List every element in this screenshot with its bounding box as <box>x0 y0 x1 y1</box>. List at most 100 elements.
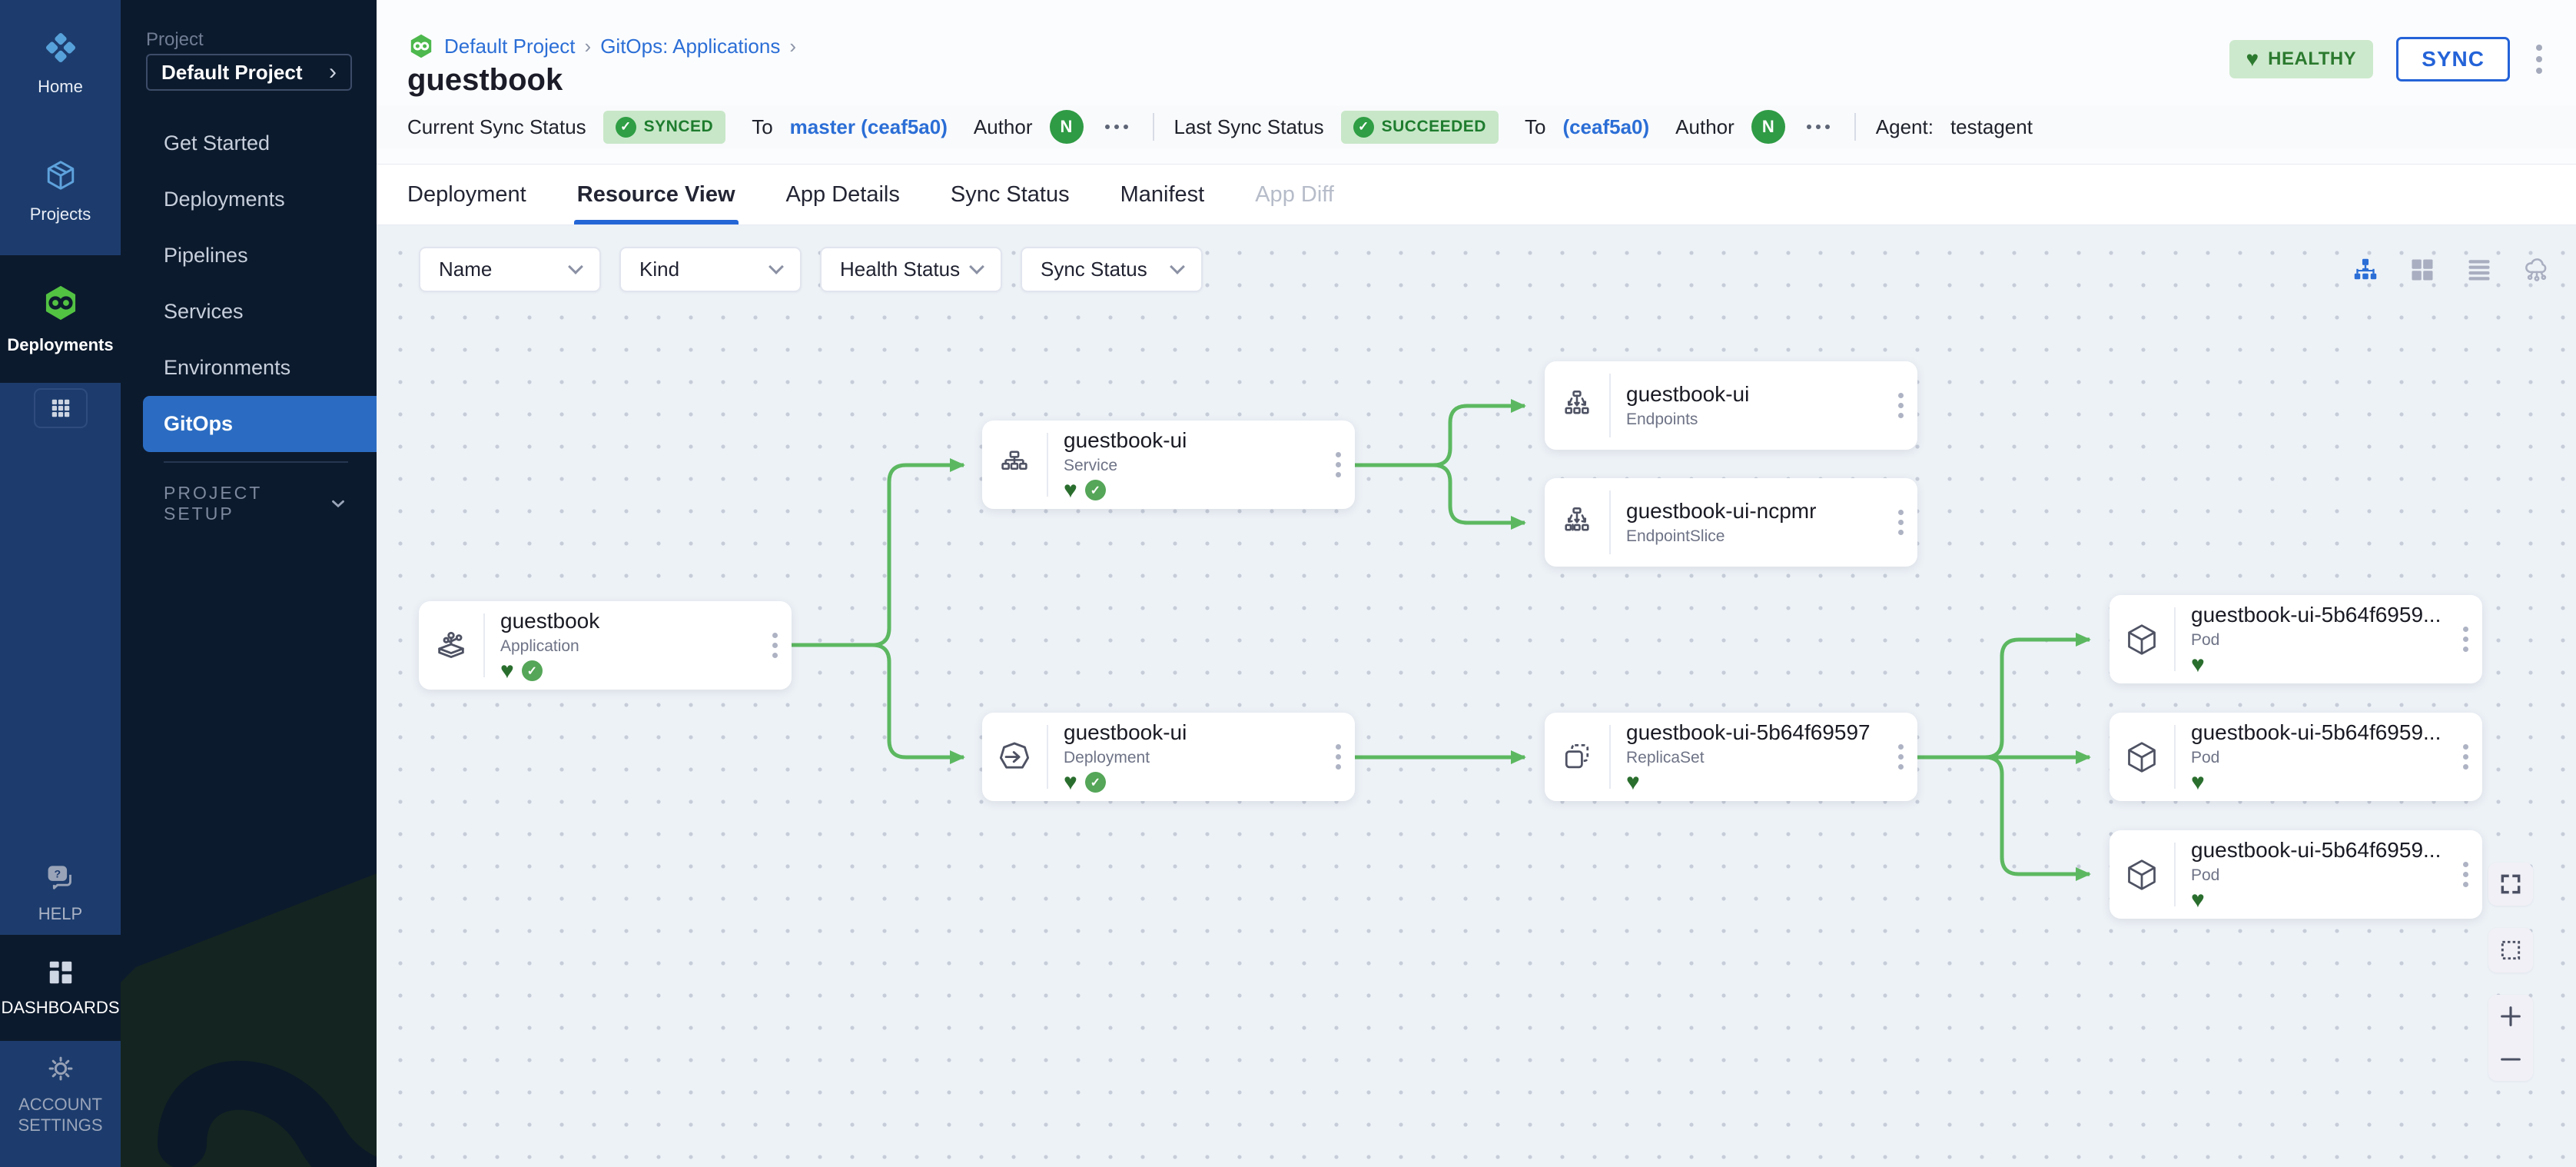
breadcrumb-link-applications[interactable]: GitOps: Applications <box>600 34 781 58</box>
commit-details-kebab-icon[interactable] <box>1100 120 1133 134</box>
node-kebab-icon[interactable] <box>2448 744 2482 770</box>
grid-view-icon[interactable] <box>2408 256 2436 284</box>
resource-node-endpoints-guestbook-ui[interactable]: guestbook-ui Endpoints <box>1545 361 1917 450</box>
rail-item-home[interactable]: Home <box>0 0 121 128</box>
sidebar-item-pipelines[interactable]: Pipelines <box>164 244 248 267</box>
filter-health-status-dropdown[interactable]: Health Status <box>820 247 1002 292</box>
pod-icon <box>2110 740 2174 774</box>
tab-sync-status[interactable]: Sync Status <box>950 181 1070 207</box>
chevron-down-icon <box>328 494 348 514</box>
node-kebab-icon[interactable] <box>1321 452 1355 477</box>
app-menu-kebab-icon[interactable] <box>2533 42 2545 77</box>
commit-details-kebab-icon[interactable] <box>1802 120 1834 134</box>
sidebar-item-environments[interactable]: Environments <box>164 356 291 379</box>
node-kebab-icon[interactable] <box>2448 627 2482 652</box>
resource-tree-canvas[interactable]: Name Kind Health Status Sync Status <box>377 226 2576 1167</box>
succeeded-badge: ✓ SUCCEEDED <box>1340 110 1499 144</box>
last-sync-label: Last Sync Status <box>1173 115 1324 138</box>
resource-tree-edges <box>792 399 2091 881</box>
filter-health-status-label: Health Status <box>840 258 961 281</box>
zoom-in-icon <box>2498 1003 2524 1029</box>
healthy-heart-icon: ♥ <box>2191 886 2205 913</box>
breadcrumb-separator: › <box>584 34 592 58</box>
node-body: guestbook-ui-ncpmr EndpointSlice <box>1626 499 1884 546</box>
resource-node-service-guestbook-ui[interactable]: guestbook-ui Service ♥✓ <box>982 421 1355 509</box>
node-kebab-icon[interactable] <box>1884 510 1917 535</box>
node-body: guestbook-ui-5b64f69597 ReplicaSet ♥ <box>1626 720 1884 794</box>
node-kebab-icon[interactable] <box>1884 393 1917 418</box>
node-kind: Service <box>1064 456 1118 474</box>
healthy-heart-icon: ♥ <box>2191 651 2205 677</box>
fullscreen-button[interactable] <box>2488 863 2533 906</box>
resource-node-pod-3[interactable]: guestbook-ui-5b64f6959... Pod ♥ <box>2110 830 2482 919</box>
module-picker-button[interactable] <box>34 388 88 428</box>
node-kind: Application <box>500 637 579 655</box>
author-avatar[interactable]: N <box>1049 110 1084 144</box>
pod-icon <box>2110 623 2174 657</box>
project-section-label: Project <box>146 29 204 50</box>
author-label: Author <box>973 115 1033 138</box>
marquee-select-button[interactable] <box>2488 928 2533 972</box>
filter-name-dropdown[interactable]: Name <box>419 247 601 292</box>
rail-label-account-settings: ACCOUNT SETTINGS <box>18 1094 103 1135</box>
sidebar-item-get-started[interactable]: Get Started <box>164 131 271 155</box>
node-title: guestbook-ui-ncpmr <box>1626 499 1817 523</box>
chevron-down-icon <box>1170 259 1185 274</box>
node-kebab-icon[interactable] <box>1884 744 1917 770</box>
node-kebab-icon[interactable] <box>758 633 792 658</box>
endpointslice-icon <box>1545 506 1609 540</box>
node-kebab-icon[interactable] <box>2448 862 2482 887</box>
sidebar-divider <box>164 461 348 463</box>
tab-resource-view[interactable]: Resource View <box>573 165 739 224</box>
rail-item-account-settings[interactable]: ACCOUNT SETTINGS <box>0 1041 121 1149</box>
rail-item-deployments[interactable]: Deployments <box>0 255 121 383</box>
sidebar-item-gitops[interactable]: GitOps <box>143 396 377 452</box>
resource-node-pod-1[interactable]: guestbook-ui-5b64f6959... Pod ♥ <box>2110 595 2482 683</box>
breadcrumb-link-project[interactable]: Default Project <box>444 34 576 58</box>
rail-item-projects[interactable]: Projects <box>0 128 121 255</box>
filter-sync-status-dropdown[interactable]: Sync Status <box>1021 247 1203 292</box>
node-body: guestbook-ui-5b64f6959... Pod ♥ <box>2191 720 2448 794</box>
tab-deployment[interactable]: Deployment <box>407 181 526 207</box>
resource-node-replicaset-guestbook-ui-5b64f69597[interactable]: guestbook-ui-5b64f69597 ReplicaSet ♥ <box>1545 713 1917 801</box>
tab-app-details[interactable]: App Details <box>785 181 900 207</box>
last-sync-target-link[interactable]: (ceaf5a0) <box>1562 115 1650 138</box>
tree-view-icon[interactable] <box>2352 256 2379 284</box>
resource-node-pod-2[interactable]: guestbook-ui-5b64f6959... Pod ♥ <box>2110 713 2482 801</box>
author-avatar[interactable]: N <box>1751 110 1785 144</box>
divider <box>1152 113 1154 141</box>
view-mode-switcher <box>2352 255 2551 284</box>
succeeded-badge-label: SUCCEEDED <box>1381 118 1486 135</box>
divider <box>2174 725 2176 789</box>
header-actions: ♥ HEALTHY SYNC <box>2229 37 2545 81</box>
healthy-heart-icon: ♥ <box>1626 769 1640 795</box>
project-selector[interactable]: Default Project › <box>146 54 352 91</box>
project-selector-value: Default Project <box>161 60 303 84</box>
project-setup-toggle[interactable]: PROJECT SETUP <box>164 483 348 524</box>
sidebar-item-services[interactable]: Services <box>164 300 244 323</box>
node-title: guestbook-ui-5b64f6959... <box>2191 837 2442 862</box>
cluster-view-icon[interactable] <box>2522 255 2551 284</box>
main-area: Default Project › GitOps: Applications ›… <box>377 0 2576 1167</box>
node-kebab-icon[interactable] <box>1321 744 1355 770</box>
tab-manifest[interactable]: Manifest <box>1120 181 1205 207</box>
resource-node-deployment-guestbook-ui[interactable]: guestbook-ui Deployment ♥✓ <box>982 713 1355 801</box>
node-title: guestbook-ui <box>1064 427 1187 452</box>
check-circle-icon: ✓ <box>615 116 636 138</box>
zoom-in-button[interactable] <box>2488 996 2533 1037</box>
resource-node-application-guestbook[interactable]: guestbook Application ♥✓ <box>419 601 792 690</box>
filter-kind-dropdown[interactable]: Kind <box>619 247 802 292</box>
current-sync-target-link[interactable]: master (ceaf5a0) <box>789 115 948 138</box>
rail-item-dashboards[interactable]: DASHBOARDS <box>0 935 121 1041</box>
sidebar-item-deployments[interactable]: Deployments <box>164 188 285 211</box>
divider <box>1609 725 1611 789</box>
node-body: guestbook-ui-5b64f6959... Pod ♥ <box>2191 838 2448 912</box>
zoom-out-button[interactable] <box>2488 1039 2533 1080</box>
list-view-icon[interactable] <box>2465 256 2493 284</box>
rail-item-help[interactable]: ? HELP <box>0 852 121 935</box>
sync-button[interactable]: SYNC <box>2396 37 2510 81</box>
resource-node-endpointslice-guestbook-ui-ncpmr[interactable]: guestbook-ui-ncpmr EndpointSlice <box>1545 478 1917 567</box>
rail-label-home: Home <box>38 77 83 96</box>
zoom-out-icon <box>2498 1046 2524 1072</box>
breadcrumb-separator: › <box>789 34 796 58</box>
